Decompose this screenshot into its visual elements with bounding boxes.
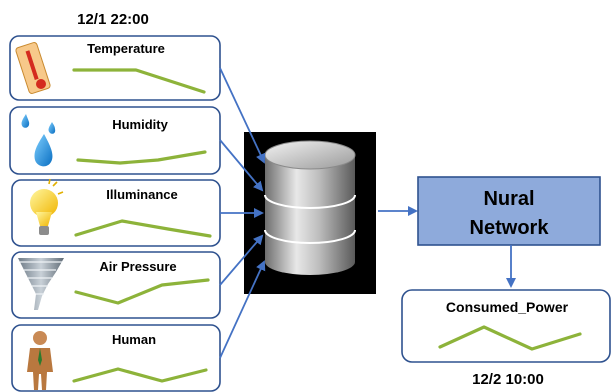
end-timestamp: 12/2 10:00	[472, 371, 544, 388]
arrow-human-to-database	[219, 260, 266, 359]
sensor-label: Human	[112, 332, 156, 347]
output-label: Consumed_Power	[446, 299, 569, 315]
thermometer-icon	[15, 42, 51, 94]
person-icon	[27, 331, 53, 390]
sensor-label: Temperature	[87, 41, 165, 56]
sensor-label: Illuminance	[106, 187, 178, 202]
sensor-trend-line	[74, 278, 210, 305]
neural-network-box: Nural Network	[417, 176, 601, 246]
start-timestamp: 12/1 22:00	[77, 11, 149, 28]
arrow-air-pressure-to-database	[219, 234, 264, 286]
sensor-card-air-pressure: Air Pressure	[11, 251, 221, 319]
tornado-icon	[18, 258, 64, 310]
sensor-card-human: Human	[11, 324, 221, 392]
water-drops-icon	[21, 114, 56, 167]
sensor-trend-line	[76, 150, 207, 165]
network-label-line2: Network	[470, 217, 550, 239]
network-label-line1: Nural	[483, 188, 534, 210]
output-trend-line	[438, 325, 582, 351]
sensor-label: Air Pressure	[99, 259, 176, 274]
sensor-trend-line	[74, 219, 212, 238]
sensor-card-humidity: Humidity	[9, 106, 221, 175]
sensor-card-illuminance: Illuminance	[11, 178, 221, 247]
output-card-consumed-power: Consumed_Power	[401, 289, 611, 363]
sensor-trend-line	[72, 68, 206, 94]
sensor-card-temperature: Temperature	[9, 35, 221, 101]
arrow-humidity-to-database	[219, 139, 264, 192]
arrow-temperature-to-database	[219, 67, 266, 164]
database-cylinder-icon	[264, 140, 356, 275]
sensor-label: Humidity	[112, 117, 168, 132]
light-bulb-icon	[30, 178, 64, 235]
sensor-trend-line	[72, 367, 208, 383]
